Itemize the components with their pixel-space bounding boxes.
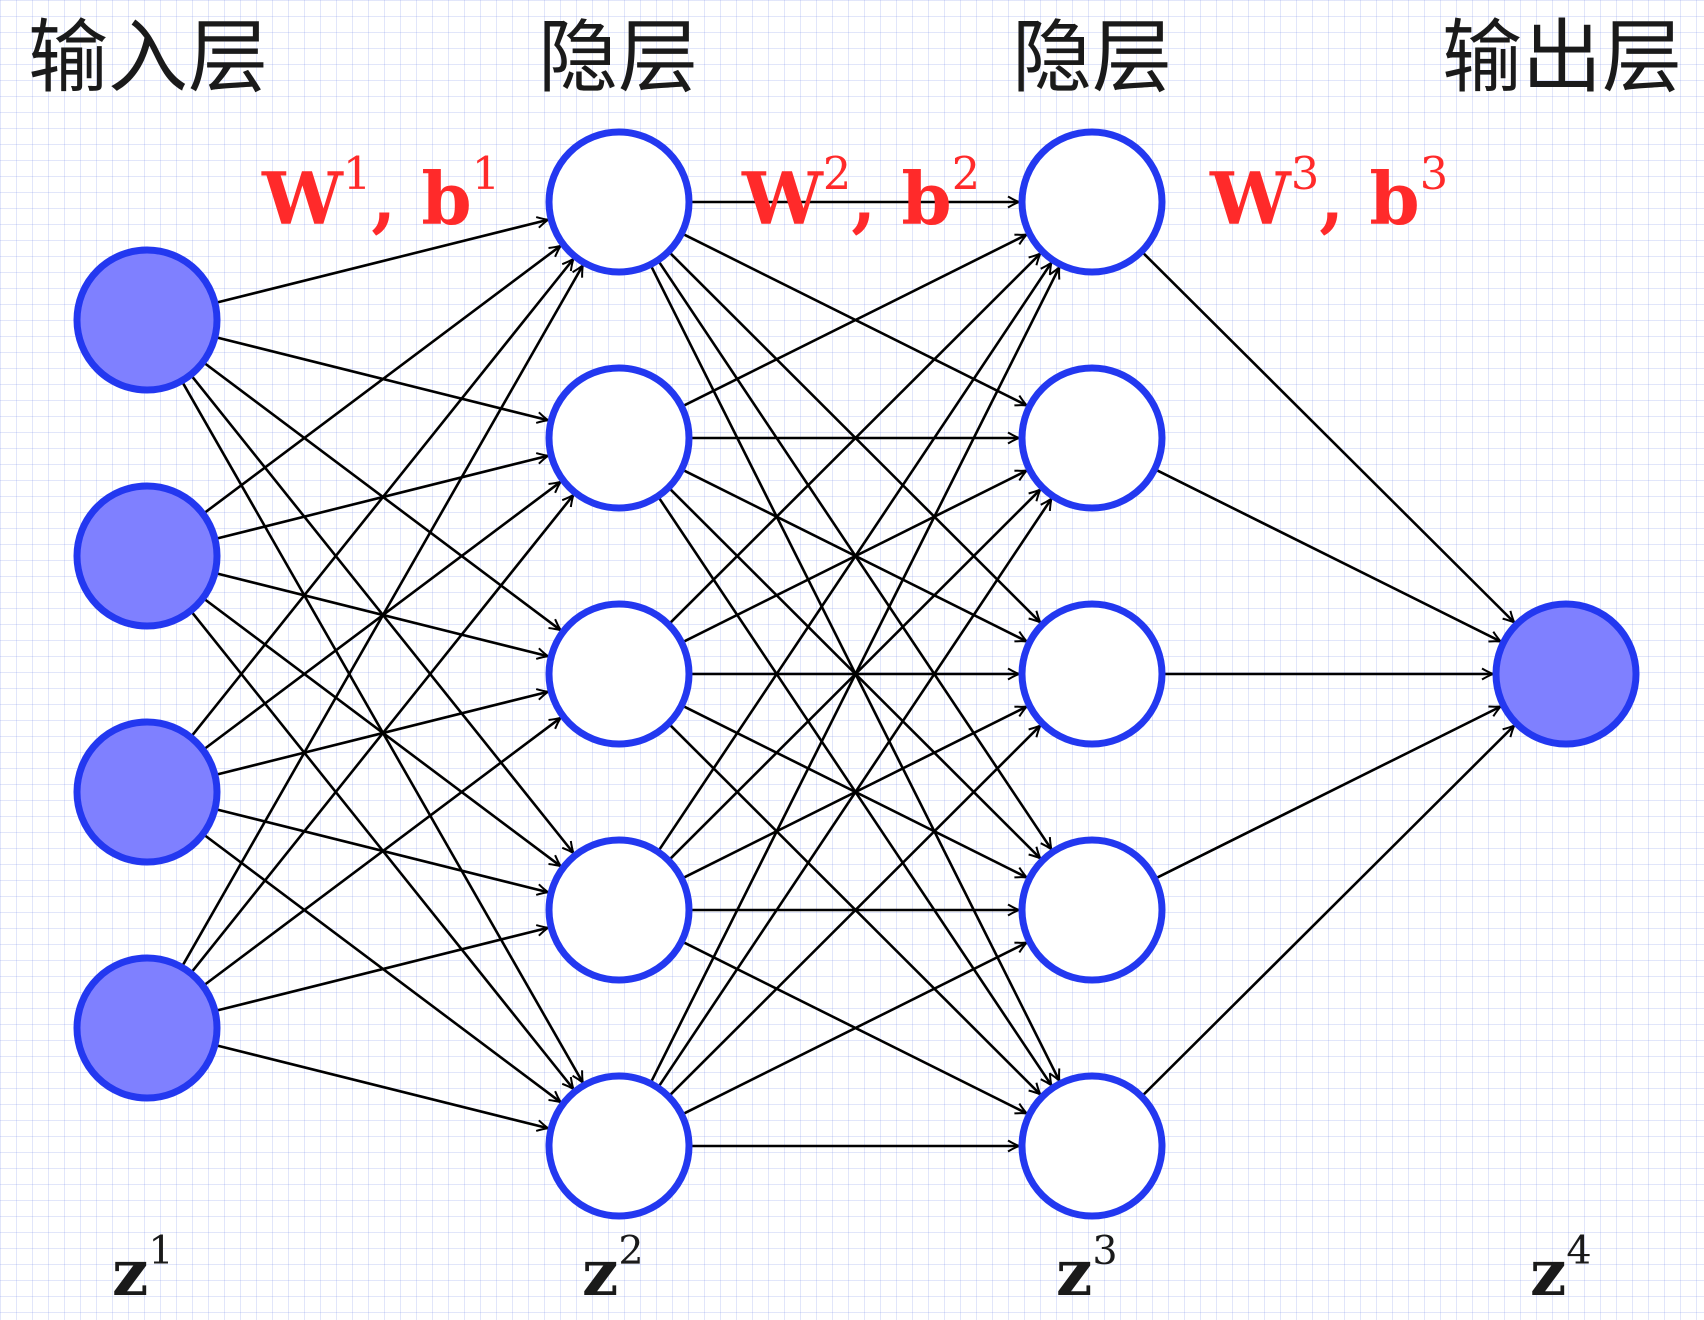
bias-superscript: 1: [471, 148, 501, 200]
edge-l1-n4-to-l2-n2: [189, 495, 574, 975]
output-layer-title: 输出层: [1442, 11, 1682, 104]
weights-bias-label-1: W1, b1: [262, 152, 500, 235]
var-symbol: z: [112, 1235, 149, 1311]
edge-l1-n4-to-l2-n5: [214, 1043, 548, 1128]
edge-l2-n4-to-l3-n1: [656, 263, 1052, 853]
edge-l1-n4-to-l2-n1: [180, 265, 583, 968]
input-layer-title: 输入层: [28, 11, 268, 104]
edge-l3-n5-to-l4-n1: [1140, 726, 1515, 1098]
z2-label: z2: [582, 1231, 644, 1306]
edge-l3-n2-to-l4-n1: [1154, 468, 1501, 641]
weight-symbol: W: [742, 155, 823, 241]
edge-l1-n2-to-l2-n1: [202, 246, 561, 516]
edge-l2-n2-to-l3-n1: [681, 235, 1027, 408]
weights-bias-label-2: W2, b2: [742, 152, 980, 235]
neurons: [73, 128, 1640, 1220]
neuron-l2-n3: [545, 600, 693, 748]
hidden-layer-1-title: 隐层: [538, 11, 698, 104]
weight-symbol: W: [1210, 155, 1291, 241]
edge-l2-n5-to-l3-n3: [667, 726, 1041, 1098]
weights-bias-label-3: W3, b3: [1210, 152, 1448, 235]
edge-l3-n4-to-l4-n1: [1154, 707, 1501, 880]
edge-l1-n4-to-l2-n4: [214, 928, 548, 1013]
hidden-layer-2-title: 隐层: [1012, 11, 1172, 104]
var-symbol: z: [1056, 1235, 1093, 1311]
z1-label: z1: [112, 1231, 174, 1306]
neuron-l3-n5: [1018, 1072, 1166, 1220]
weight-superscript: 3: [1290, 148, 1320, 200]
weight-superscript: 1: [342, 148, 372, 200]
edge-l2-n5-to-l3-n2: [656, 499, 1052, 1089]
edge-l1-n4-to-l2-n3: [202, 718, 561, 988]
neuron-l1-n2: [73, 482, 221, 630]
edge-l1-n1-to-l2-n1: [214, 220, 548, 305]
neuron-l4-n1: [1492, 600, 1640, 748]
separator: ,: [851, 155, 902, 241]
separator: ,: [1319, 155, 1370, 241]
edge-l3-n1-to-l4-n1: [1140, 250, 1515, 622]
bias-symbol: b: [1369, 155, 1420, 241]
neuron-l2-n2: [545, 364, 693, 512]
neuron-l3-n1: [1018, 128, 1166, 276]
bias-symbol: b: [421, 155, 472, 241]
neuron-l1-n4: [73, 954, 221, 1102]
neuron-l3-n2: [1018, 364, 1166, 512]
edge-l1-n3-to-l2-n1: [189, 259, 574, 739]
neuron-l3-n4: [1018, 836, 1166, 984]
edge-l2-n5-to-l3-n1: [649, 267, 1059, 1084]
neuron-l2-n5: [545, 1072, 693, 1220]
neuron-l3-n3: [1018, 600, 1166, 748]
edge-l2-n3-to-l3-n1: [667, 254, 1041, 626]
var-superscript: 1: [148, 1228, 174, 1274]
weight-symbol: W: [262, 155, 343, 241]
bias-superscript: 3: [1419, 148, 1449, 200]
neuron-l1-n3: [73, 718, 221, 866]
var-symbol: z: [1530, 1235, 1567, 1311]
var-superscript: 4: [1566, 1228, 1592, 1274]
neuron-l2-n1: [545, 128, 693, 276]
var-symbol: z: [582, 1235, 619, 1311]
var-superscript: 2: [618, 1228, 644, 1274]
z4-label: z4: [1530, 1231, 1592, 1306]
z3-label: z3: [1056, 1231, 1118, 1306]
separator: ,: [371, 155, 422, 241]
neuron-l2-n4: [545, 836, 693, 984]
bias-superscript: 2: [951, 148, 981, 200]
var-superscript: 3: [1092, 1228, 1118, 1274]
neuron-l1-n1: [73, 246, 221, 394]
bias-symbol: b: [901, 155, 952, 241]
edge-l2-n5-to-l3-n4: [681, 943, 1027, 1116]
connection-edges: [180, 202, 1515, 1146]
weight-superscript: 2: [822, 148, 852, 200]
